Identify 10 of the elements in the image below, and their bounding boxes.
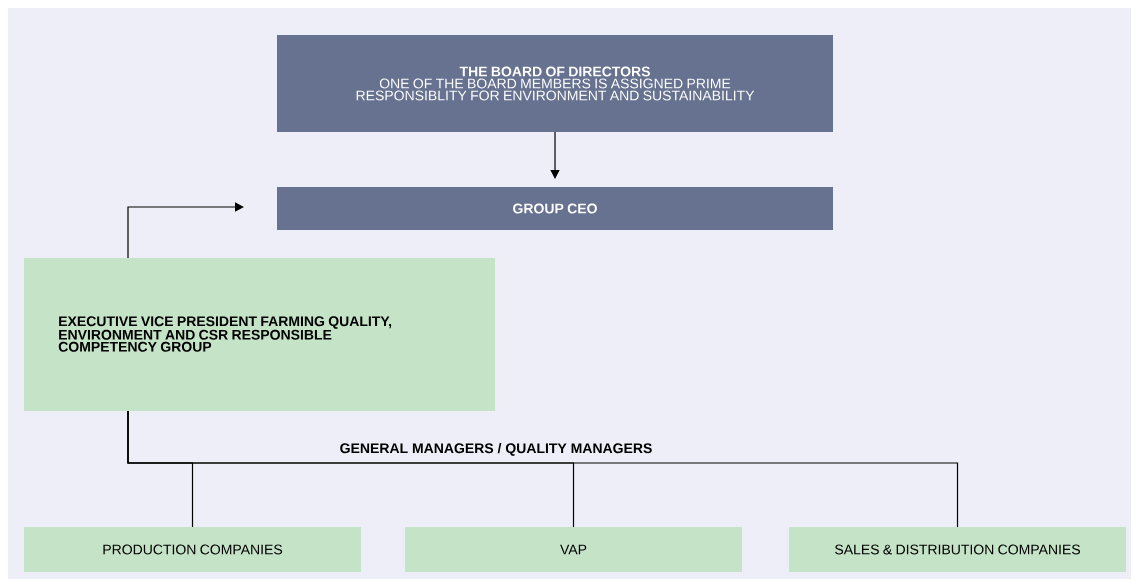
connector	[127, 410, 959, 528]
vice-president-box: EXECUTIVE VICE PRESIDENT FARMING QUALITY, ENVIRONMENT AND CSR RESPONSIBLE COMPETENCY GROUP	[24, 258, 495, 411]
connector	[550, 131, 560, 179]
company-box: VAP	[405, 527, 742, 572]
ceo-box: GROUP CEO	[277, 187, 833, 230]
group-label: GENERAL MANAGERS / QUALITY MANAGERS	[340, 442, 652, 456]
board-box: THE BOARD OF DIRECTORS ONE OF THE BOARD MEMBERS IS ASSIGNED PRIME RESPONSIBLITY FOR ENVIRONMENT AND SUSTAINABILITY	[277, 35, 833, 132]
company-box: PRODUCTION COMPANIES	[24, 527, 361, 572]
company-box: SALES & DISTRIBUTION COMPANIES	[789, 527, 1126, 572]
connector	[127, 202, 244, 259]
